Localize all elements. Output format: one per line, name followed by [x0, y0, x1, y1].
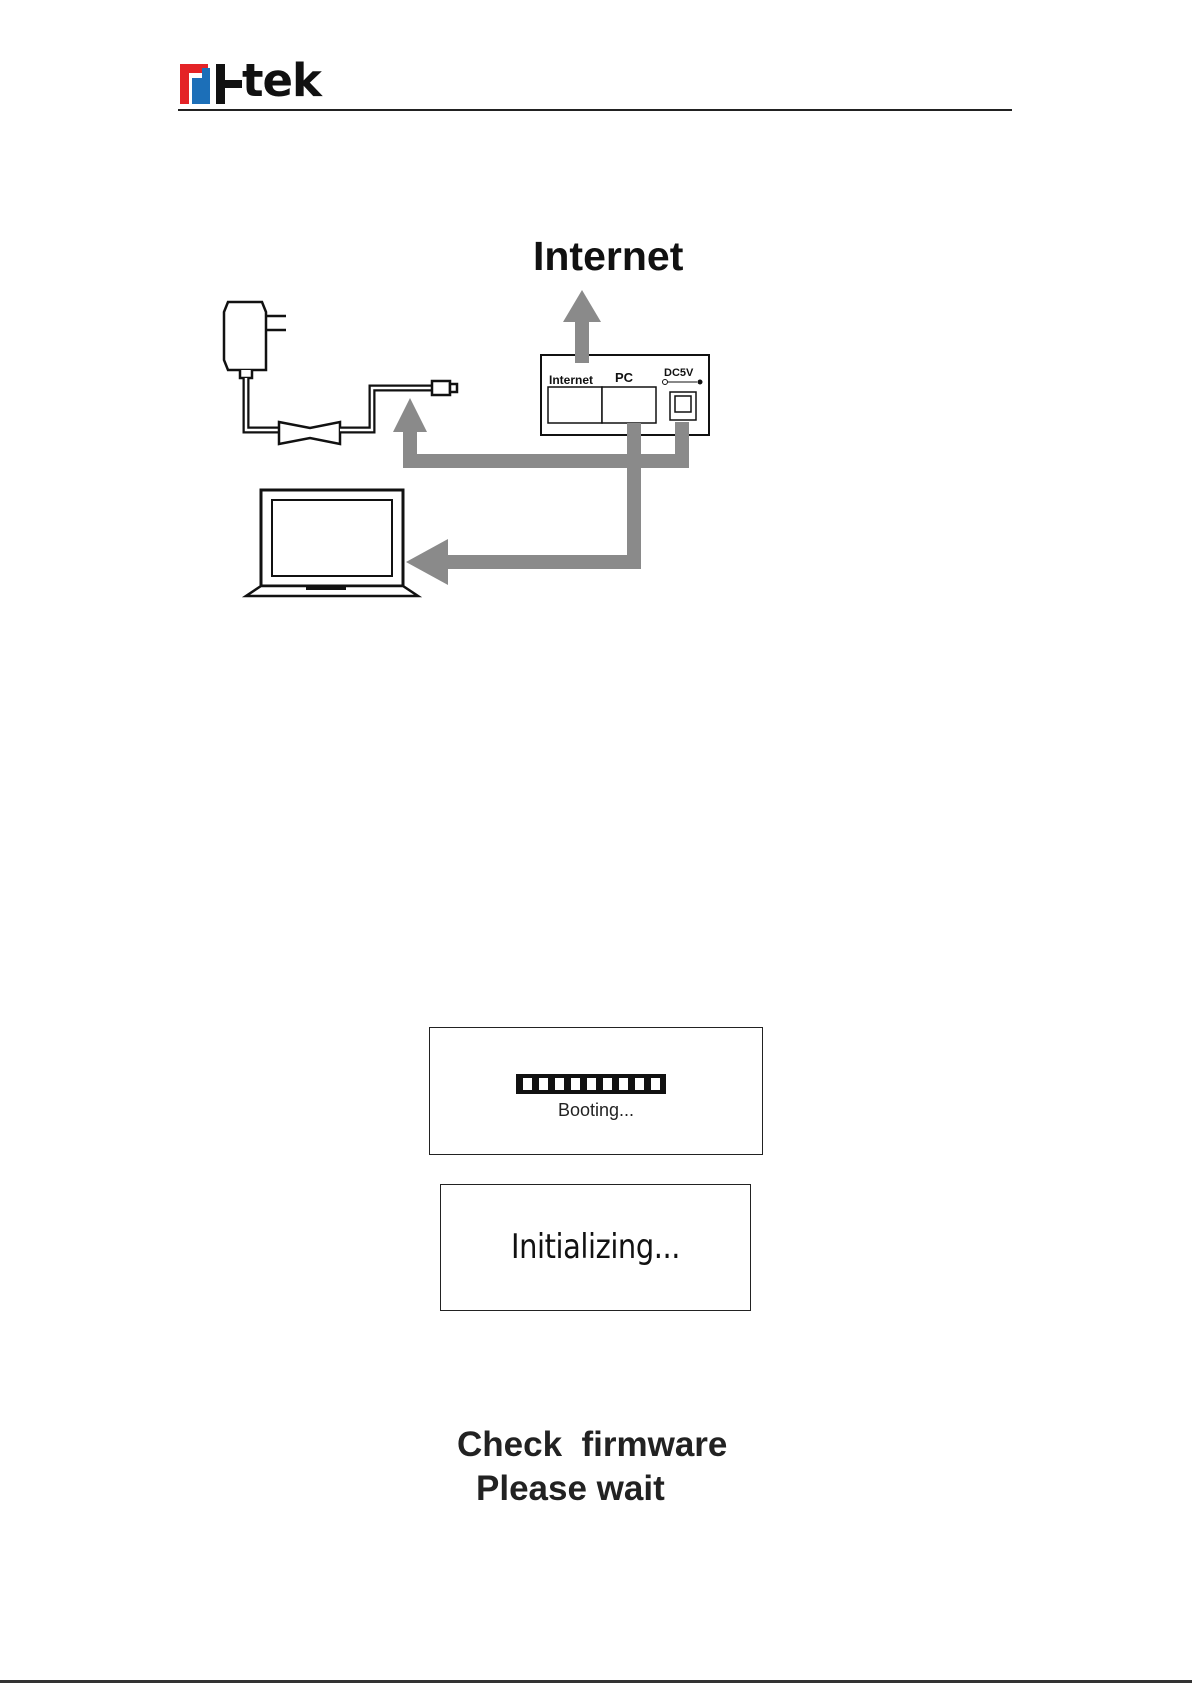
please-wait-text: Please wait [476, 1468, 665, 1510]
pc-port-label: PC [615, 371, 633, 385]
htek-logo: tek [178, 62, 363, 106]
connection-arrows [393, 290, 689, 585]
boot-progress-bar [516, 1074, 666, 1094]
initializing-text: Initializing... [464, 1227, 727, 1267]
logo-text: tek [242, 56, 321, 106]
logo-mark-icon [178, 62, 244, 106]
connection-diagram [200, 230, 760, 610]
initializing-screen: Initializing... [440, 1184, 751, 1311]
booting-text: Booting... [430, 1100, 762, 1121]
booting-screen: Booting... [429, 1027, 763, 1155]
internet-port-label: Internet [549, 373, 593, 387]
power-port-label: DC5V [664, 366, 693, 380]
internet-heading: Internet [533, 232, 683, 280]
check-firmware-text: Check firmware [457, 1424, 727, 1466]
header-divider [178, 109, 1012, 111]
laptop-icon [246, 490, 418, 596]
footer-divider [0, 1680, 1192, 1683]
